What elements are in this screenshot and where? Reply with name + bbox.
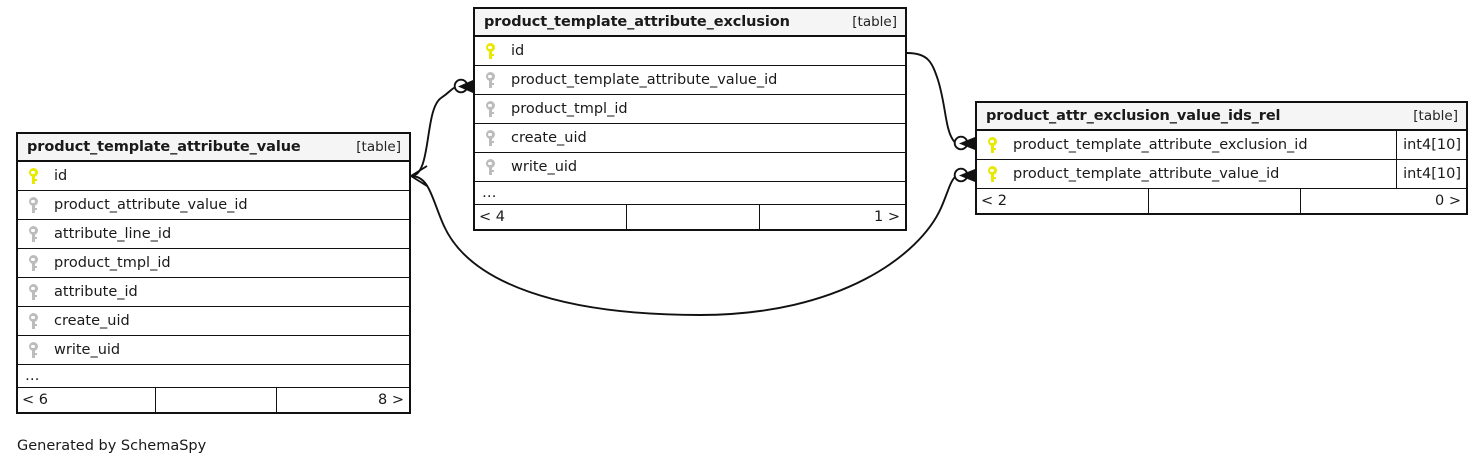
foreign-key-icon xyxy=(475,101,505,117)
foreign-key-icon xyxy=(18,313,48,329)
relationship-line-ptav-id-to-ptae-value-id xyxy=(410,86,457,177)
table-footer: < 2 0 > xyxy=(977,189,1466,213)
table-row[interactable]: product_template_attribute_value_id int4… xyxy=(977,160,1466,189)
foreign-key-icon xyxy=(18,255,48,271)
footer-child-count[interactable]: 8 > xyxy=(276,388,409,412)
footer-middle xyxy=(625,205,759,229)
arrowhead-rel-value-id xyxy=(959,169,975,182)
column-name: attribute_line_id xyxy=(54,226,172,242)
column-name: id xyxy=(54,168,68,184)
footer-child-count[interactable]: 0 > xyxy=(1299,189,1466,213)
footer-parent-count[interactable]: < 4 xyxy=(479,209,505,225)
table-title: product_template_attribute_value xyxy=(27,139,301,155)
generated-by-caption: Generated by SchemaSpy xyxy=(17,438,207,454)
more-columns-indicator: … xyxy=(475,182,905,205)
table-row[interactable]: product_template_attribute_value_id xyxy=(475,66,905,95)
footer-middle xyxy=(1148,189,1300,213)
table-row[interactable]: attribute_line_id xyxy=(18,220,409,249)
foreign-key-icon xyxy=(18,284,48,300)
footer-parent-count[interactable]: < 2 xyxy=(981,193,1007,209)
column-name: attribute_id xyxy=(54,284,138,300)
crowsfoot-many-ptav-id xyxy=(410,165,428,187)
table-header-product_template_attribute_value: product_template_attribute_value [table] xyxy=(18,134,409,162)
table-footer: < 6 8 > xyxy=(18,388,409,412)
table-row[interactable]: create_uid xyxy=(18,307,409,336)
table-type-tag: [table] xyxy=(356,139,401,155)
table-row[interactable]: write_uid xyxy=(475,153,905,182)
table-product_template_attribute_exclusion[interactable]: product_template_attribute_exclusion [ta… xyxy=(473,7,907,231)
column-name: write_uid xyxy=(511,159,578,175)
table-product_template_attribute_value[interactable]: product_template_attribute_value [table]… xyxy=(16,132,411,414)
table-row[interactable]: id xyxy=(18,162,409,191)
table-row[interactable]: product_tmpl_id xyxy=(475,95,905,124)
footer-parent-count[interactable]: < 6 xyxy=(22,392,48,408)
column-name: create_uid xyxy=(511,130,587,146)
table-header-product_attr_exclusion_value_ids_rel: product_attr_exclusion_value_ids_rel [ta… xyxy=(977,103,1466,131)
table-row[interactable]: id xyxy=(475,37,905,66)
column-type: int4[10] xyxy=(1396,131,1466,159)
column-name: create_uid xyxy=(54,313,130,329)
column-name: product_tmpl_id xyxy=(54,255,171,271)
table-title: product_template_attribute_exclusion xyxy=(484,14,790,30)
table-type-tag: [table] xyxy=(1413,108,1458,124)
table-type-tag: [table] xyxy=(852,14,897,30)
table-row[interactable]: product_template_attribute_exclusion_id … xyxy=(977,131,1466,160)
more-columns-indicator: … xyxy=(18,365,409,388)
foreign-key-icon xyxy=(18,197,48,213)
footer-middle xyxy=(154,388,276,412)
primary-key-icon xyxy=(977,137,1007,153)
column-name: product_tmpl_id xyxy=(511,101,628,117)
foreign-key-icon xyxy=(18,226,48,242)
table-row[interactable]: write_uid xyxy=(18,336,409,365)
relationship-line-ptav-id-to-rel-value-id xyxy=(410,175,956,316)
primary-key-icon xyxy=(977,166,1007,182)
foreign-key-icon xyxy=(475,130,505,146)
column-name: product_template_attribute_exclusion_id xyxy=(1013,137,1308,153)
arrowhead-ptae-value-id xyxy=(458,80,473,93)
footer-child-count[interactable]: 1 > xyxy=(758,205,905,229)
primary-key-icon xyxy=(475,43,505,59)
relationship-line-ptae-id-to-rel-exclusion-id xyxy=(906,52,958,144)
column-name: id xyxy=(511,43,525,59)
foreign-key-icon xyxy=(475,72,505,88)
table-row[interactable]: product_attribute_value_id xyxy=(18,191,409,220)
table-footer: < 4 1 > xyxy=(475,205,905,229)
foreign-key-icon xyxy=(475,159,505,175)
table-header-product_template_attribute_exclusion: product_template_attribute_exclusion [ta… xyxy=(475,9,905,37)
primary-key-icon xyxy=(18,168,48,184)
foreign-key-icon xyxy=(18,342,48,358)
table-product_attr_exclusion_value_ids_rel[interactable]: product_attr_exclusion_value_ids_rel [ta… xyxy=(975,101,1468,215)
table-title: product_attr_exclusion_value_ids_rel xyxy=(986,108,1281,124)
table-row[interactable]: create_uid xyxy=(475,124,905,153)
column-name: product_attribute_value_id xyxy=(54,197,248,213)
arrowhead-rel-exclusion-id xyxy=(959,137,975,150)
column-type: int4[10] xyxy=(1396,160,1466,188)
column-name: product_template_attribute_value_id xyxy=(1013,166,1280,182)
column-name: write_uid xyxy=(54,342,121,358)
table-row[interactable]: product_tmpl_id xyxy=(18,249,409,278)
table-row[interactable]: attribute_id xyxy=(18,278,409,307)
column-name: product_template_attribute_value_id xyxy=(511,72,778,88)
